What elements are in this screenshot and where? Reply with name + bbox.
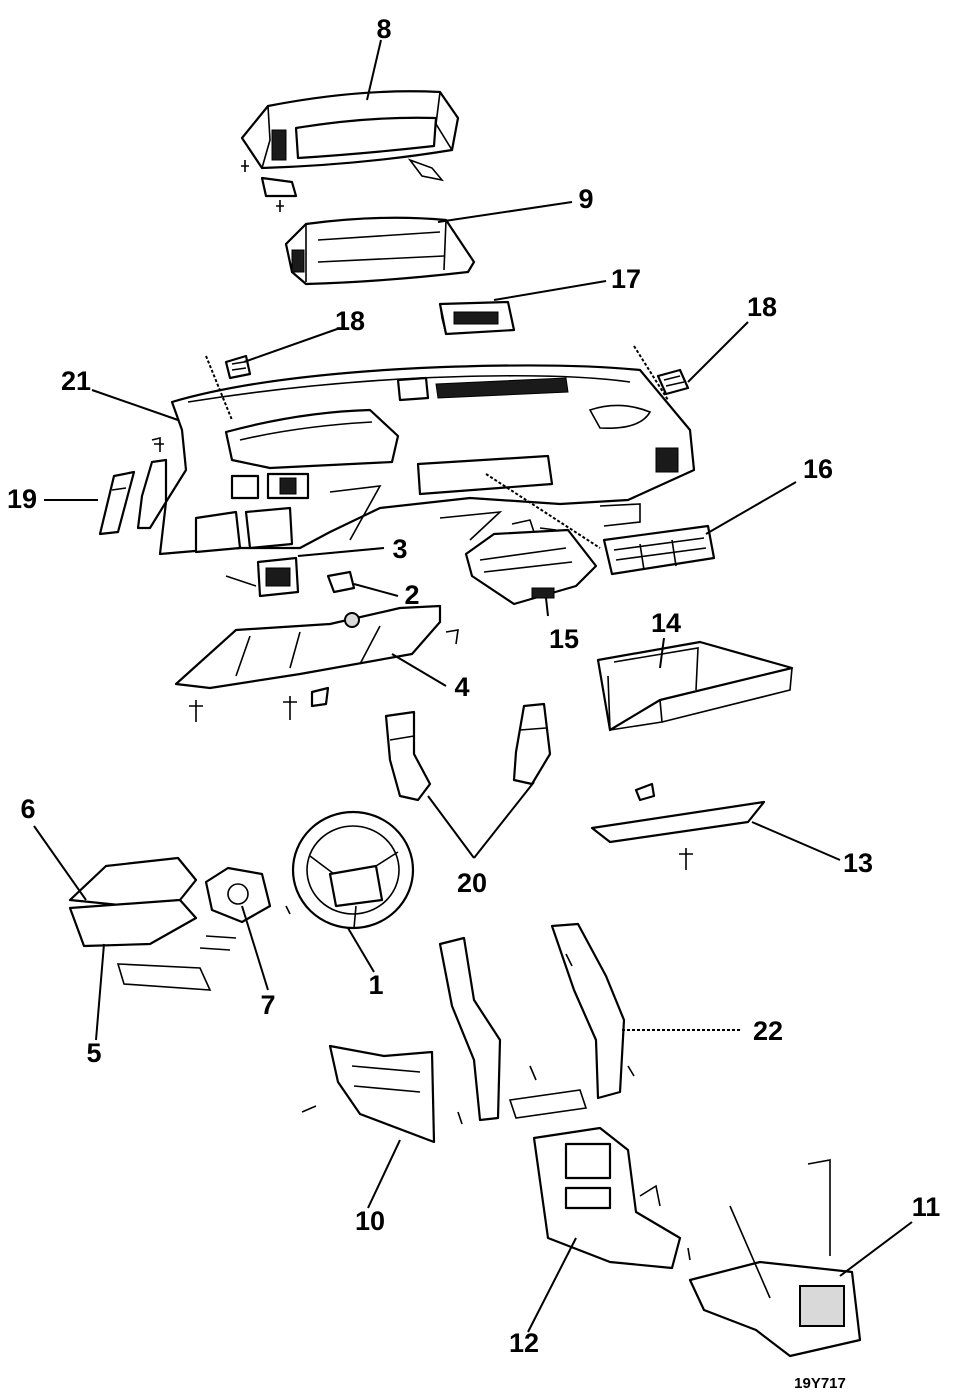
- part-15-heater-control: [464, 519, 598, 606]
- callout-19: 19: [7, 484, 37, 514]
- figure-code: 19Y717: [794, 1375, 846, 1392]
- callout-17: 17: [611, 264, 641, 294]
- part-22-left-reinforcement: [438, 936, 588, 1125]
- part-16-center-vent: [602, 524, 716, 576]
- callout-2: 2: [404, 580, 419, 610]
- callout-21: 21: [61, 366, 91, 396]
- callout-8: 8: [376, 14, 391, 44]
- part-1-steering-wheel: [291, 810, 415, 930]
- part-7-combination-switch: [199, 866, 291, 951]
- part-10-lower-finish-panel: [301, 1044, 436, 1144]
- callout-9: 9: [578, 184, 593, 214]
- callout-16: 16: [803, 454, 833, 484]
- callout-4: 4: [454, 672, 469, 702]
- callout-labels: 8 9 17 18 18 21 19 16 3 2 15 14 4 6 13 2…: [7, 14, 940, 1358]
- part-8-meter-hood: [240, 90, 460, 212]
- part-19-side-cover: [98, 470, 136, 536]
- part-18-left-side-vent: [224, 354, 252, 380]
- callout-18-right: 18: [747, 292, 777, 322]
- callout-20: 20: [457, 868, 487, 898]
- callout-6: 6: [20, 794, 35, 824]
- part-3-switch: [225, 556, 300, 598]
- part-11-rear-console-box: [688, 1159, 862, 1358]
- callout-14: 14: [651, 608, 681, 638]
- part-17-switch-panel: [438, 300, 516, 336]
- part-9-combination-meter: [284, 216, 476, 286]
- callout-3: 3: [392, 534, 407, 564]
- part-20-left-duct: [384, 710, 432, 802]
- callout-18-left: 18: [335, 306, 365, 336]
- part-21-instrument-panel: [158, 364, 696, 556]
- part-18-right-side-vent: [656, 368, 690, 396]
- part-22-right-reinforcement: [550, 922, 635, 1100]
- callout-5: 5: [86, 1038, 101, 1068]
- callout-13: 13: [843, 848, 873, 878]
- callout-1: 1: [368, 970, 383, 1000]
- part-14-glove-box: [596, 640, 794, 732]
- callout-10: 10: [355, 1206, 385, 1236]
- callout-12: 12: [509, 1328, 539, 1358]
- part-20-right-duct: [512, 702, 552, 786]
- part-13-lower-panel: [590, 782, 766, 870]
- part-4-lower-cover: [174, 604, 459, 722]
- callout-22: 22: [753, 1016, 783, 1046]
- callout-15: 15: [549, 624, 579, 654]
- callout-11: 11: [912, 1192, 941, 1222]
- part-2-clip: [326, 570, 356, 594]
- side-bracket: [136, 436, 168, 530]
- callout-7: 7: [260, 990, 275, 1020]
- leader-lines: [33, 39, 913, 1333]
- part-5-lower-column-cover: [68, 898, 212, 991]
- part-6-upper-column-cover: [68, 856, 198, 908]
- part-12-floor-console: [532, 1126, 691, 1270]
